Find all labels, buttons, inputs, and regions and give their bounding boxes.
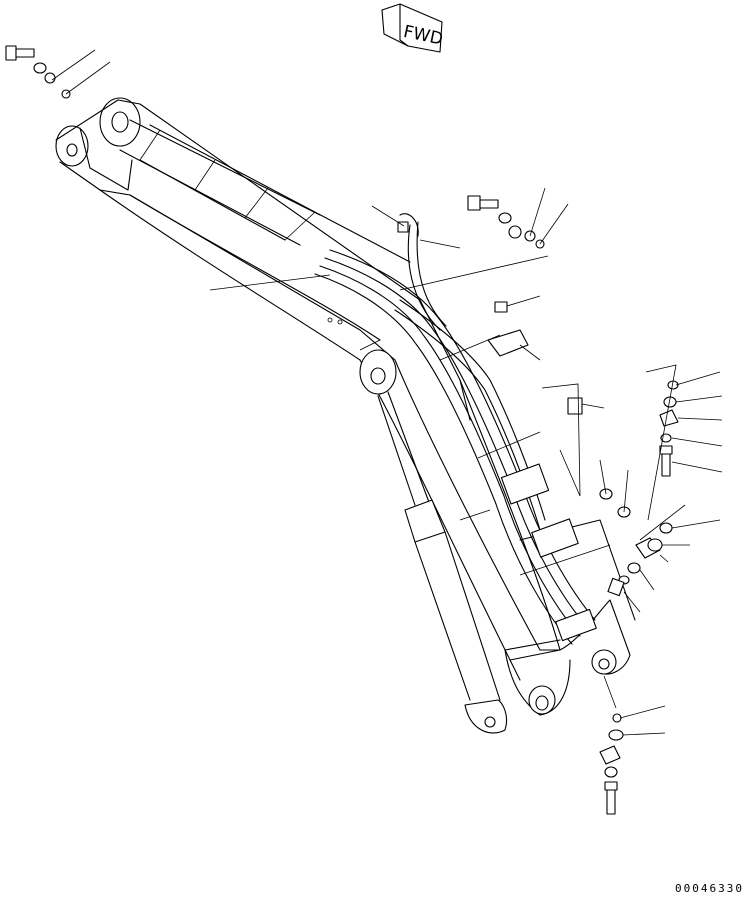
boom-cylinder bbox=[359, 349, 508, 734]
leader-lines bbox=[209, 274, 491, 521]
drawing-number: 00046330 bbox=[675, 882, 744, 895]
fwd-direction-arrow: FWD bbox=[381, 3, 445, 53]
fasteners-upper-middle bbox=[371, 187, 569, 361]
hydraulic-piping bbox=[314, 213, 611, 645]
pin-fasteners-top-left bbox=[5, 45, 111, 99]
fasteners-right bbox=[541, 364, 723, 613]
fasteners-bottom bbox=[599, 675, 666, 815]
boom-body bbox=[55, 97, 636, 716]
